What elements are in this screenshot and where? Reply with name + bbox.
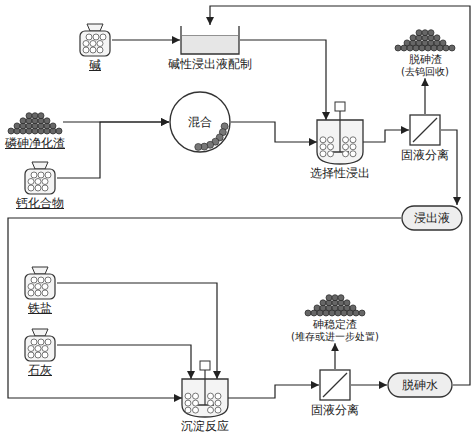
pile-node: 砷稳定渣(堆存或进一步处置) <box>291 294 379 343</box>
node-label: 石灰 <box>28 363 52 377</box>
node-label: 脱砷水 <box>402 378 438 392</box>
bag-icon <box>23 267 57 299</box>
node-label: 磷砷净化渣 <box>5 136 65 150</box>
reactor-node: 沉淀反应 <box>181 379 229 433</box>
tank-node: 碱性浸出液配制 <box>168 25 252 71</box>
bag-node: 碱 <box>78 24 112 72</box>
sep-icon <box>319 369 351 401</box>
flow-arrow <box>424 78 425 114</box>
node-label: 选择性浸出 <box>310 166 370 180</box>
node-label: 固液分离 <box>401 148 449 162</box>
flow-arrow <box>240 40 326 120</box>
node-note: (堆存或进一步处置) <box>291 331 379 343</box>
sep-node: 固液分离 <box>401 114 449 162</box>
flow-arrow <box>57 345 191 379</box>
node-label: 混合 <box>188 115 212 129</box>
sep-node: 固液分离 <box>311 369 359 417</box>
flow-arrow <box>363 130 409 142</box>
reactor-icon <box>182 379 228 417</box>
pile-icon <box>7 110 63 134</box>
node-label: 脱砷渣 <box>409 53 442 66</box>
node-label: 钙化合物 <box>16 196 64 210</box>
flow-arrow <box>112 39 180 40</box>
flow-arrow <box>57 122 169 178</box>
node-label: 碱性浸出液配制 <box>168 57 252 71</box>
bag-node: 石灰 <box>23 329 57 377</box>
pile-icon <box>395 29 455 51</box>
node-label: 砷稳定渣 <box>313 318 357 331</box>
flow-arrow <box>231 122 317 142</box>
node-label: 沉淀反应 <box>181 419 229 433</box>
node-label: 固液分离 <box>311 403 359 417</box>
capsule-node: 脱砷水 <box>387 372 453 398</box>
pile-node: 脱砷渣(去钨回收) <box>395 29 455 78</box>
sep-icon <box>409 114 441 146</box>
node-label: 浸出液 <box>414 211 450 225</box>
flow-arrow <box>441 130 457 205</box>
node-label: 碱 <box>89 58 101 72</box>
node-note: (去钨回收) <box>401 66 449 78</box>
bag-icon <box>23 162 57 194</box>
flow-arrow <box>228 385 319 398</box>
bag-node: 铁盐 <box>23 267 57 315</box>
circle-node: 混合 <box>169 91 231 153</box>
capsule-node: 浸出液 <box>401 205 463 231</box>
bag-node: 钙化合物 <box>16 162 64 210</box>
flow-arrow <box>334 343 335 369</box>
flow-arrow <box>57 283 217 379</box>
bag-icon <box>78 24 112 56</box>
pile-node: 磷砷净化渣 <box>5 110 65 150</box>
reactor-node: 选择性浸出 <box>310 120 370 180</box>
bag-icon <box>23 329 57 361</box>
node-label: 铁盐 <box>28 301 52 315</box>
flow-arrow <box>351 384 387 385</box>
tank-icon <box>180 25 240 55</box>
pile-icon <box>305 294 365 316</box>
reactor-icon <box>317 120 363 164</box>
